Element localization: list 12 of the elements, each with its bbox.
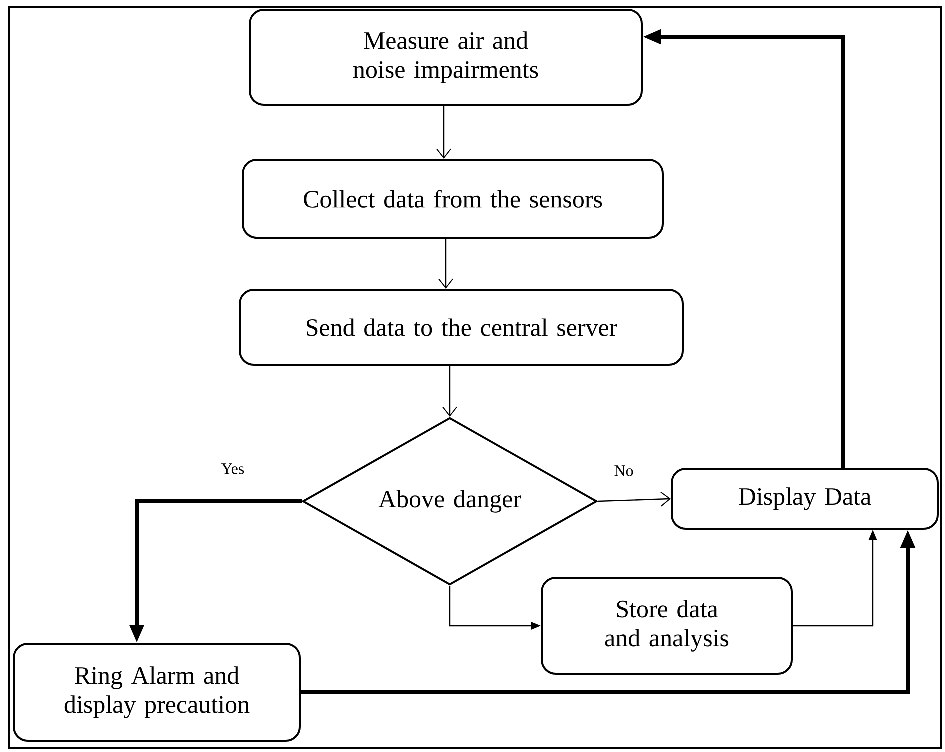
- process-box: Collect data from the sensors: [242, 159, 664, 239]
- edge-label: No: [613, 464, 635, 478]
- process-box: Ring Alarm and display precaution: [13, 642, 301, 742]
- process-box: Measure air and noise impairments: [249, 9, 643, 106]
- arrow: [438, 239, 454, 289]
- arrow: [442, 366, 458, 417]
- edge-label: Yes: [220, 462, 246, 476]
- process-box: Display Data: [671, 468, 939, 530]
- arrow: [436, 106, 452, 159]
- process-box: Send data to the central server: [239, 289, 684, 366]
- arrow: [598, 492, 671, 507]
- process-box: Store data and analysis: [541, 576, 793, 675]
